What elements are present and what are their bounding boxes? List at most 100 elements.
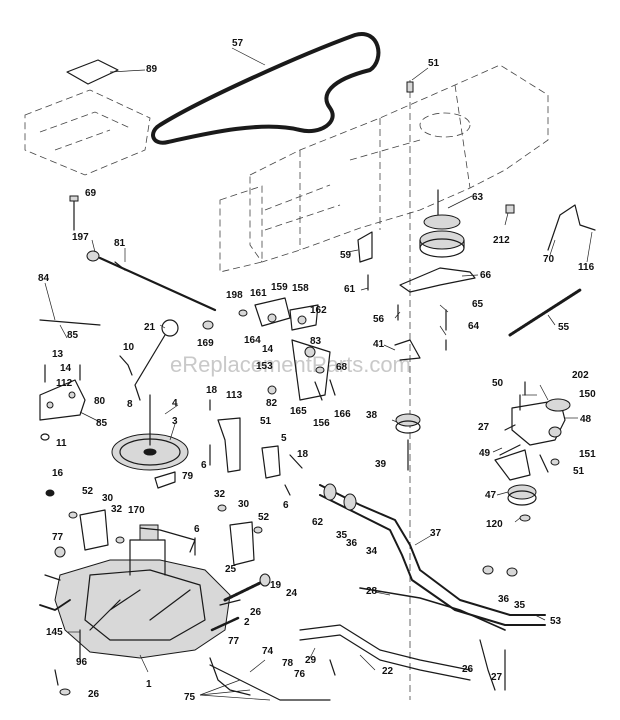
callout-label-34: 34: [366, 546, 378, 557]
bracket-66: [399, 267, 476, 293]
callout-label-8: 8: [127, 399, 133, 410]
callout-label-6: 6: [201, 460, 207, 471]
rod-70: [547, 204, 596, 251]
callout-label-68: 68: [336, 362, 348, 373]
callout-label-29: 29: [305, 655, 317, 666]
callout-label-51: 51: [260, 416, 272, 427]
callout-label-26: 26: [88, 689, 100, 700]
callout-label-56: 56: [373, 314, 385, 325]
callout-label-120: 120: [486, 519, 503, 530]
callout-label-84: 84: [38, 273, 50, 284]
callout-label-21: 21: [144, 322, 156, 333]
callout-label-48: 48: [580, 414, 592, 425]
idler-pulley-38: [395, 413, 421, 471]
callout-label-197: 197: [72, 232, 89, 243]
rod-81: [86, 250, 217, 312]
callout-label-53: 53: [550, 616, 562, 627]
callout-label-70: 70: [543, 254, 555, 265]
callout-label-32: 32: [214, 489, 226, 500]
bolt-96: [54, 669, 59, 686]
callout-label-198: 198: [226, 290, 243, 301]
callout-label-5: 5: [281, 433, 287, 444]
callout-label-150: 150: [579, 389, 596, 400]
callout-label-62: 62: [312, 517, 324, 528]
callout-label-112: 112: [56, 378, 73, 389]
callout-label-37: 37: [430, 528, 442, 539]
callout-label-36: 36: [498, 594, 510, 605]
callout-label-79: 79: [182, 471, 194, 482]
part-79: [154, 471, 176, 489]
callout-label-35: 35: [336, 530, 348, 541]
callout-label-14: 14: [262, 344, 274, 355]
callout-label-76: 76: [294, 669, 306, 680]
callout-label-19: 19: [270, 580, 282, 591]
callout-label-145: 145: [46, 627, 63, 638]
callout-label-162: 162: [310, 305, 327, 316]
pulley-63: [419, 189, 465, 258]
callout-label-30: 30: [102, 493, 114, 504]
callout-label-26: 26: [250, 607, 262, 618]
callout-label-77: 77: [228, 636, 240, 647]
callout-label-28: 28: [366, 586, 378, 597]
drive-belt: [151, 32, 381, 145]
drive-shaft-34: [319, 483, 546, 626]
washer-26: [59, 688, 71, 696]
callout-label-57: 57: [232, 38, 244, 49]
callout-label-22: 22: [382, 666, 394, 677]
callout-label-38: 38: [366, 410, 378, 421]
part-41: [394, 339, 421, 361]
callout-label-14: 14: [60, 363, 72, 374]
callout-label-156: 156: [313, 418, 330, 429]
callout-label-51: 51: [428, 58, 440, 69]
bracket-89: [66, 59, 119, 85]
callout-label-27: 27: [491, 672, 503, 683]
fasteners: [45, 274, 560, 696]
transaxle-1: [39, 524, 241, 659]
callout-label-52: 52: [82, 486, 94, 497]
callout-label-11: 11: [56, 438, 67, 449]
collar-19: [259, 573, 271, 587]
callout-label-27: 27: [478, 422, 490, 433]
rod-170: [139, 527, 196, 553]
bracket-80: [39, 364, 86, 441]
callout-label-64: 64: [468, 321, 480, 332]
callout-label-80: 80: [94, 396, 106, 407]
callout-label-77: 77: [52, 532, 64, 543]
callout-label-151: 151: [579, 449, 596, 460]
nut-120: [519, 514, 531, 522]
callout-label-30: 30: [238, 499, 250, 510]
callout-label-169: 169: [197, 338, 214, 349]
callout-label-78: 78: [282, 658, 294, 669]
callout-label-74: 74: [262, 646, 274, 657]
callout-label-159: 159: [271, 282, 288, 293]
callout-label-96: 96: [76, 657, 88, 668]
bolt-69: [69, 195, 79, 231]
callout-label-89: 89: [146, 64, 158, 75]
idler-pulley-47: [494, 444, 537, 506]
callout-label-69: 69: [85, 188, 97, 199]
callout-label-6: 6: [194, 524, 200, 535]
callout-label-158: 158: [292, 283, 309, 294]
callout-label-85: 85: [67, 330, 79, 341]
bracket-59: [357, 231, 373, 263]
callout-label-113: 113: [226, 390, 243, 401]
callout-label-18: 18: [297, 449, 309, 460]
rod-74: [209, 664, 331, 701]
spring-55: [508, 288, 582, 337]
callout-label-50: 50: [492, 378, 504, 389]
callout-label-81: 81: [114, 238, 126, 249]
callout-label-83: 83: [310, 336, 322, 347]
callout-label-59: 59: [340, 250, 352, 261]
callout-label-26: 26: [462, 664, 474, 675]
bracket-5: [261, 445, 281, 479]
callout-label-36: 36: [346, 538, 358, 549]
bracket-30: [229, 521, 255, 566]
callout-label-61: 61: [344, 284, 356, 295]
callout-label-3: 3: [172, 416, 178, 427]
callout-label-166: 166: [334, 409, 351, 420]
callout-label-116: 116: [578, 262, 595, 273]
callout-label-39: 39: [375, 459, 387, 470]
callout-label-24: 24: [286, 588, 298, 599]
